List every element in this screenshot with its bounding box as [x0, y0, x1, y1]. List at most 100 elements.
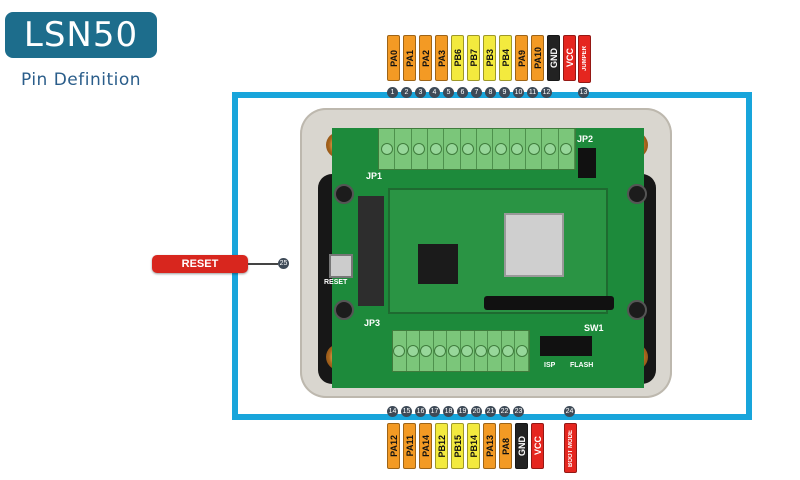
pin-number-19: 19 [457, 406, 468, 417]
page-title: LSN50 [23, 15, 139, 55]
pin-boot-mode-label: BOOT MODE [567, 429, 574, 467]
pin-pa12: PA12 [387, 423, 400, 469]
silk-flash: FLASH [570, 362, 594, 369]
pin-number-22: 22 [499, 406, 510, 417]
pin-pa11: PA11 [403, 423, 416, 469]
screw-top-left [334, 184, 354, 204]
screw-bottom-left [334, 300, 354, 320]
pin-number-4: 4 [429, 87, 440, 98]
pin-number-23: 23 [513, 406, 524, 417]
pin-number-9: 9 [499, 87, 510, 98]
pin-label-text: PB7 [468, 49, 479, 67]
pin-number-5: 5 [443, 87, 454, 98]
sd-slot [358, 196, 384, 306]
silk-jp2: JP2 [577, 134, 594, 144]
pin-label-text: VCC [564, 48, 575, 68]
pin-number-20: 20 [471, 406, 482, 417]
silk-jp3: JP3 [364, 318, 381, 328]
title-box: LSN50 [5, 12, 157, 58]
pin-number-21: 21 [485, 406, 496, 417]
pin-label-text: PB12 [436, 434, 447, 458]
pin-gnd: GND [515, 423, 528, 469]
pin-label-text: GND [548, 48, 559, 68]
pin-number-7: 7 [471, 87, 482, 98]
pin-label-text: PB15 [452, 434, 463, 458]
terminal-block-bottom [392, 330, 530, 372]
pin-pb6: PB6 [451, 35, 464, 81]
pin-gnd: GND [547, 35, 560, 81]
pin-label-text: PA14 [420, 435, 431, 457]
pin-pb4: PB4 [499, 35, 512, 81]
pin-label-text: PA3 [436, 49, 447, 67]
pin-label-text: PA10 [532, 47, 543, 69]
pin-pa8: PA8 [499, 423, 512, 469]
sw1-switch [540, 336, 592, 356]
silk-reset: RESET [324, 279, 348, 286]
pin-number-14: 14 [387, 406, 398, 417]
top-pin-row: PA0 PA1 PA2 PA3 PB6 PB7 PB3 PB4 PA9 PA10 GND VCC [387, 35, 576, 81]
pin-label-text: PB14 [468, 434, 479, 458]
pin-number-10: 10 [513, 87, 524, 98]
pin-number-8: 8 [485, 87, 496, 98]
pin-pa0: PA0 [387, 35, 400, 81]
pin-number-17: 17 [429, 406, 440, 417]
pin-pb12: PB12 [435, 423, 448, 469]
pin-number-3: 3 [415, 87, 426, 98]
pin-number-13: 13 [578, 87, 589, 98]
pin-label-text: GND [516, 436, 527, 456]
pin-label-text: PA2 [420, 49, 431, 67]
pin-pa13: PA13 [483, 423, 496, 469]
jp2-jumper [578, 148, 596, 178]
silk-sw1: SW1 [584, 323, 604, 333]
screw-bottom-right [627, 300, 647, 320]
terminal-block-top [378, 128, 576, 170]
pin-vcc: VCC [563, 35, 576, 81]
pin-number-2: 2 [401, 87, 412, 98]
pin-jumper-label: JUMPER [581, 46, 588, 72]
pin-pb14: PB14 [467, 423, 480, 469]
pin-vcc: VCC [531, 423, 544, 469]
reset-tag: RESET [152, 255, 248, 273]
pin-pa3: PA3 [435, 35, 448, 81]
pin-header [484, 296, 614, 310]
pin-pa2: PA2 [419, 35, 432, 81]
pin-label-text: PA13 [484, 435, 495, 457]
pin-label-text: PA11 [404, 435, 415, 457]
pin-number-12: 12 [541, 87, 552, 98]
pin-label-text: PA1 [404, 49, 415, 67]
pin-label-text: PA12 [388, 435, 399, 457]
silk-isp: ISP [544, 362, 556, 369]
pin-label-text: PB3 [484, 49, 495, 67]
pin-jumper: JUMPER [578, 35, 591, 83]
pin-number-25: 25 [278, 258, 289, 269]
silk-jp1: JP1 [366, 171, 383, 181]
pin-number-18: 18 [443, 406, 454, 417]
pin-number-15: 15 [401, 406, 412, 417]
pin-number-16: 16 [415, 406, 426, 417]
pin-label-text: PB6 [452, 49, 463, 67]
pin-pa9: PA9 [515, 35, 528, 81]
pin-number-11: 11 [527, 87, 538, 98]
pin-number-6: 6 [457, 87, 468, 98]
screw-top-right [627, 184, 647, 204]
mcu-chip [418, 244, 458, 284]
pin-pb7: PB7 [467, 35, 480, 81]
reset-connector-line [248, 263, 278, 265]
pin-pb15: PB15 [451, 423, 464, 469]
pin-boot-mode: BOOT MODE [564, 423, 577, 473]
pin-label-text: PA9 [516, 49, 527, 67]
reset-button [329, 254, 353, 278]
pin-label-text: PB4 [500, 49, 511, 67]
pin-pa10: PA10 [531, 35, 544, 81]
rf-shield [504, 213, 564, 277]
pin-pb3: PB3 [483, 35, 496, 81]
pin-pa1: PA1 [403, 35, 416, 81]
pin-label-text: PA0 [388, 49, 399, 67]
pin-label-text: VCC [532, 436, 543, 456]
page-subtitle: Pin Definition [20, 70, 142, 90]
pin-number-24: 24 [564, 406, 575, 417]
pin-pa14: PA14 [419, 423, 432, 469]
pin-label-text: PA8 [500, 437, 511, 455]
